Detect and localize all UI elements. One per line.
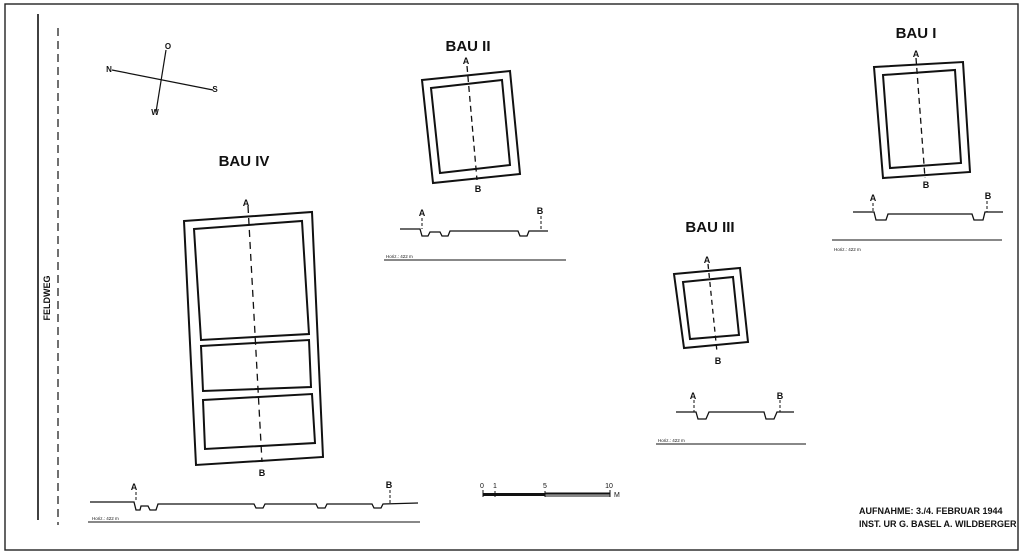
bau-iv-section-a: A xyxy=(131,482,138,492)
drawing-frame xyxy=(4,3,1019,551)
compass-rose: N O S W xyxy=(106,42,218,117)
credit-line-2: INST. UR G. BASEL A. WILDBERGER xyxy=(859,519,1017,529)
scale-bar: 0 1 5 10 M xyxy=(480,483,620,499)
bau-i-section-b: B xyxy=(985,191,992,201)
bau-i-section-profile xyxy=(853,211,1003,221)
bau-iv-section-profile xyxy=(90,501,419,511)
bau-iv-section-b: B xyxy=(386,480,393,490)
scale-tick-5: 5 xyxy=(543,483,547,490)
scale-tick-0: 0 xyxy=(480,483,484,490)
building-bau-iv: BAU IV A B A B Horiz.: 422 m xyxy=(88,153,420,523)
bau-ii-section-profile xyxy=(400,228,548,237)
bau-iv-point-a: A xyxy=(243,198,250,208)
bau-ii-point-b: B xyxy=(475,184,482,194)
bau-iii-section-b: B xyxy=(777,391,784,401)
bau-ii-point-a: A xyxy=(463,56,470,66)
compass-west: W xyxy=(151,108,159,117)
bau-iii-horizon-label: Horiz.: 422 m xyxy=(658,438,685,443)
bau-iii-point-a: A xyxy=(704,255,711,265)
compass-east: O xyxy=(165,42,171,51)
bau-ii-horizon-label: Horiz.: 422 m xyxy=(386,254,413,259)
bau-iii-section-a: A xyxy=(690,391,697,401)
bau-ii-title: BAU II xyxy=(446,38,491,55)
bau-iii-title: BAU III xyxy=(685,219,734,236)
bau-i-point-a: A xyxy=(913,49,920,59)
building-bau-ii: BAU II A B A B Horiz.: 422 m xyxy=(384,38,566,261)
road-label: FELDWEG xyxy=(42,276,52,321)
field-road: FELDWEG xyxy=(37,14,59,525)
bau-i-point-b: B xyxy=(923,180,930,190)
bau-iii-point-b: B xyxy=(715,356,722,366)
bau-iv-title: BAU IV xyxy=(219,153,270,170)
building-bau-iii: BAU III A B A B Horiz.: 422 m xyxy=(656,219,806,445)
bau-iv-point-b: B xyxy=(259,468,266,478)
bau-iv-horizon-label: Horiz.: 422 m xyxy=(92,516,119,521)
bau-i-title: BAU I xyxy=(896,25,937,42)
survey-credits: AUFNAHME: 3./4. FEBRUAR 1944 INST. UR G.… xyxy=(859,506,1017,529)
scale-tick-1: 1 xyxy=(493,483,497,490)
credit-line-1: AUFNAHME: 3./4. FEBRUAR 1944 xyxy=(859,506,1003,516)
bau-ii-section-b: B xyxy=(537,206,544,216)
scale-unit: M xyxy=(614,492,620,499)
scale-tick-10: 10 xyxy=(605,483,613,490)
bau-ii-section-a: A xyxy=(419,208,426,218)
building-bau-i: BAU I A B A B Horiz.: 422 m xyxy=(832,25,1003,252)
compass-north: N xyxy=(106,65,112,74)
bau-i-section-a: A xyxy=(870,193,877,203)
compass-south: S xyxy=(212,85,218,94)
bau-iii-section-profile xyxy=(676,411,794,420)
bau-i-horizon-label: Horiz.: 422 m xyxy=(834,247,861,252)
